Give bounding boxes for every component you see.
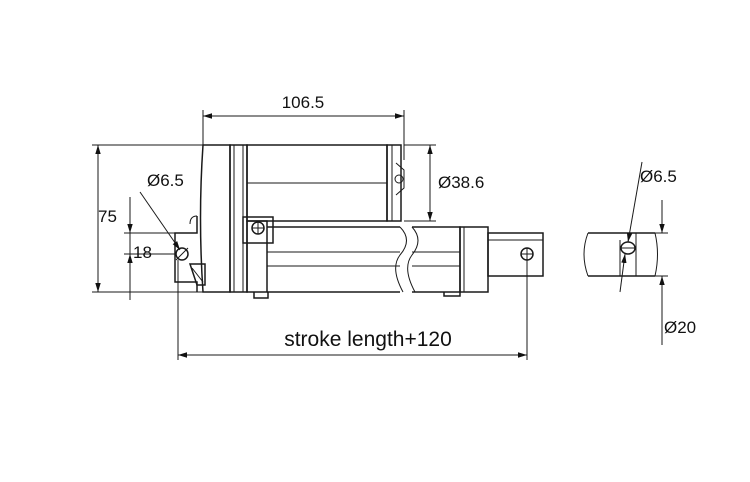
rear-hole-label: Ø6.5 [147, 171, 184, 190]
dim-stroke: stroke length+120 [177, 260, 528, 360]
dim-height: 75 [92, 144, 203, 293]
height-label: 75 [98, 207, 117, 226]
overall-length-label: 106.5 [282, 93, 325, 112]
pin-offset-label: 18 [133, 243, 152, 262]
screw-bracket [242, 216, 274, 244]
motor-housing [199, 144, 405, 293]
dim-body-diameter: Ø38.6 [404, 144, 484, 222]
rod-diameter-label: Ø20 [664, 318, 696, 337]
body-diameter-label: Ø38.6 [438, 173, 484, 192]
dim-rod-diameter: Ø20 [655, 200, 696, 345]
dim-pin-offset: 18 [124, 197, 176, 300]
front-hole-label: Ø6.5 [640, 167, 677, 186]
dim-front-hole: Ø6.5 [619, 161, 677, 293]
rear-clevis [174, 215, 206, 292]
rod-end-side-view [583, 232, 658, 277]
stroke-label: stroke length+120 [284, 328, 452, 351]
actuator-tube [246, 220, 489, 299]
rod-end [487, 232, 544, 277]
dim-rear-hole: Ø6.5 [139, 171, 184, 251]
dim-overall-length: 106.5 [202, 93, 405, 160]
